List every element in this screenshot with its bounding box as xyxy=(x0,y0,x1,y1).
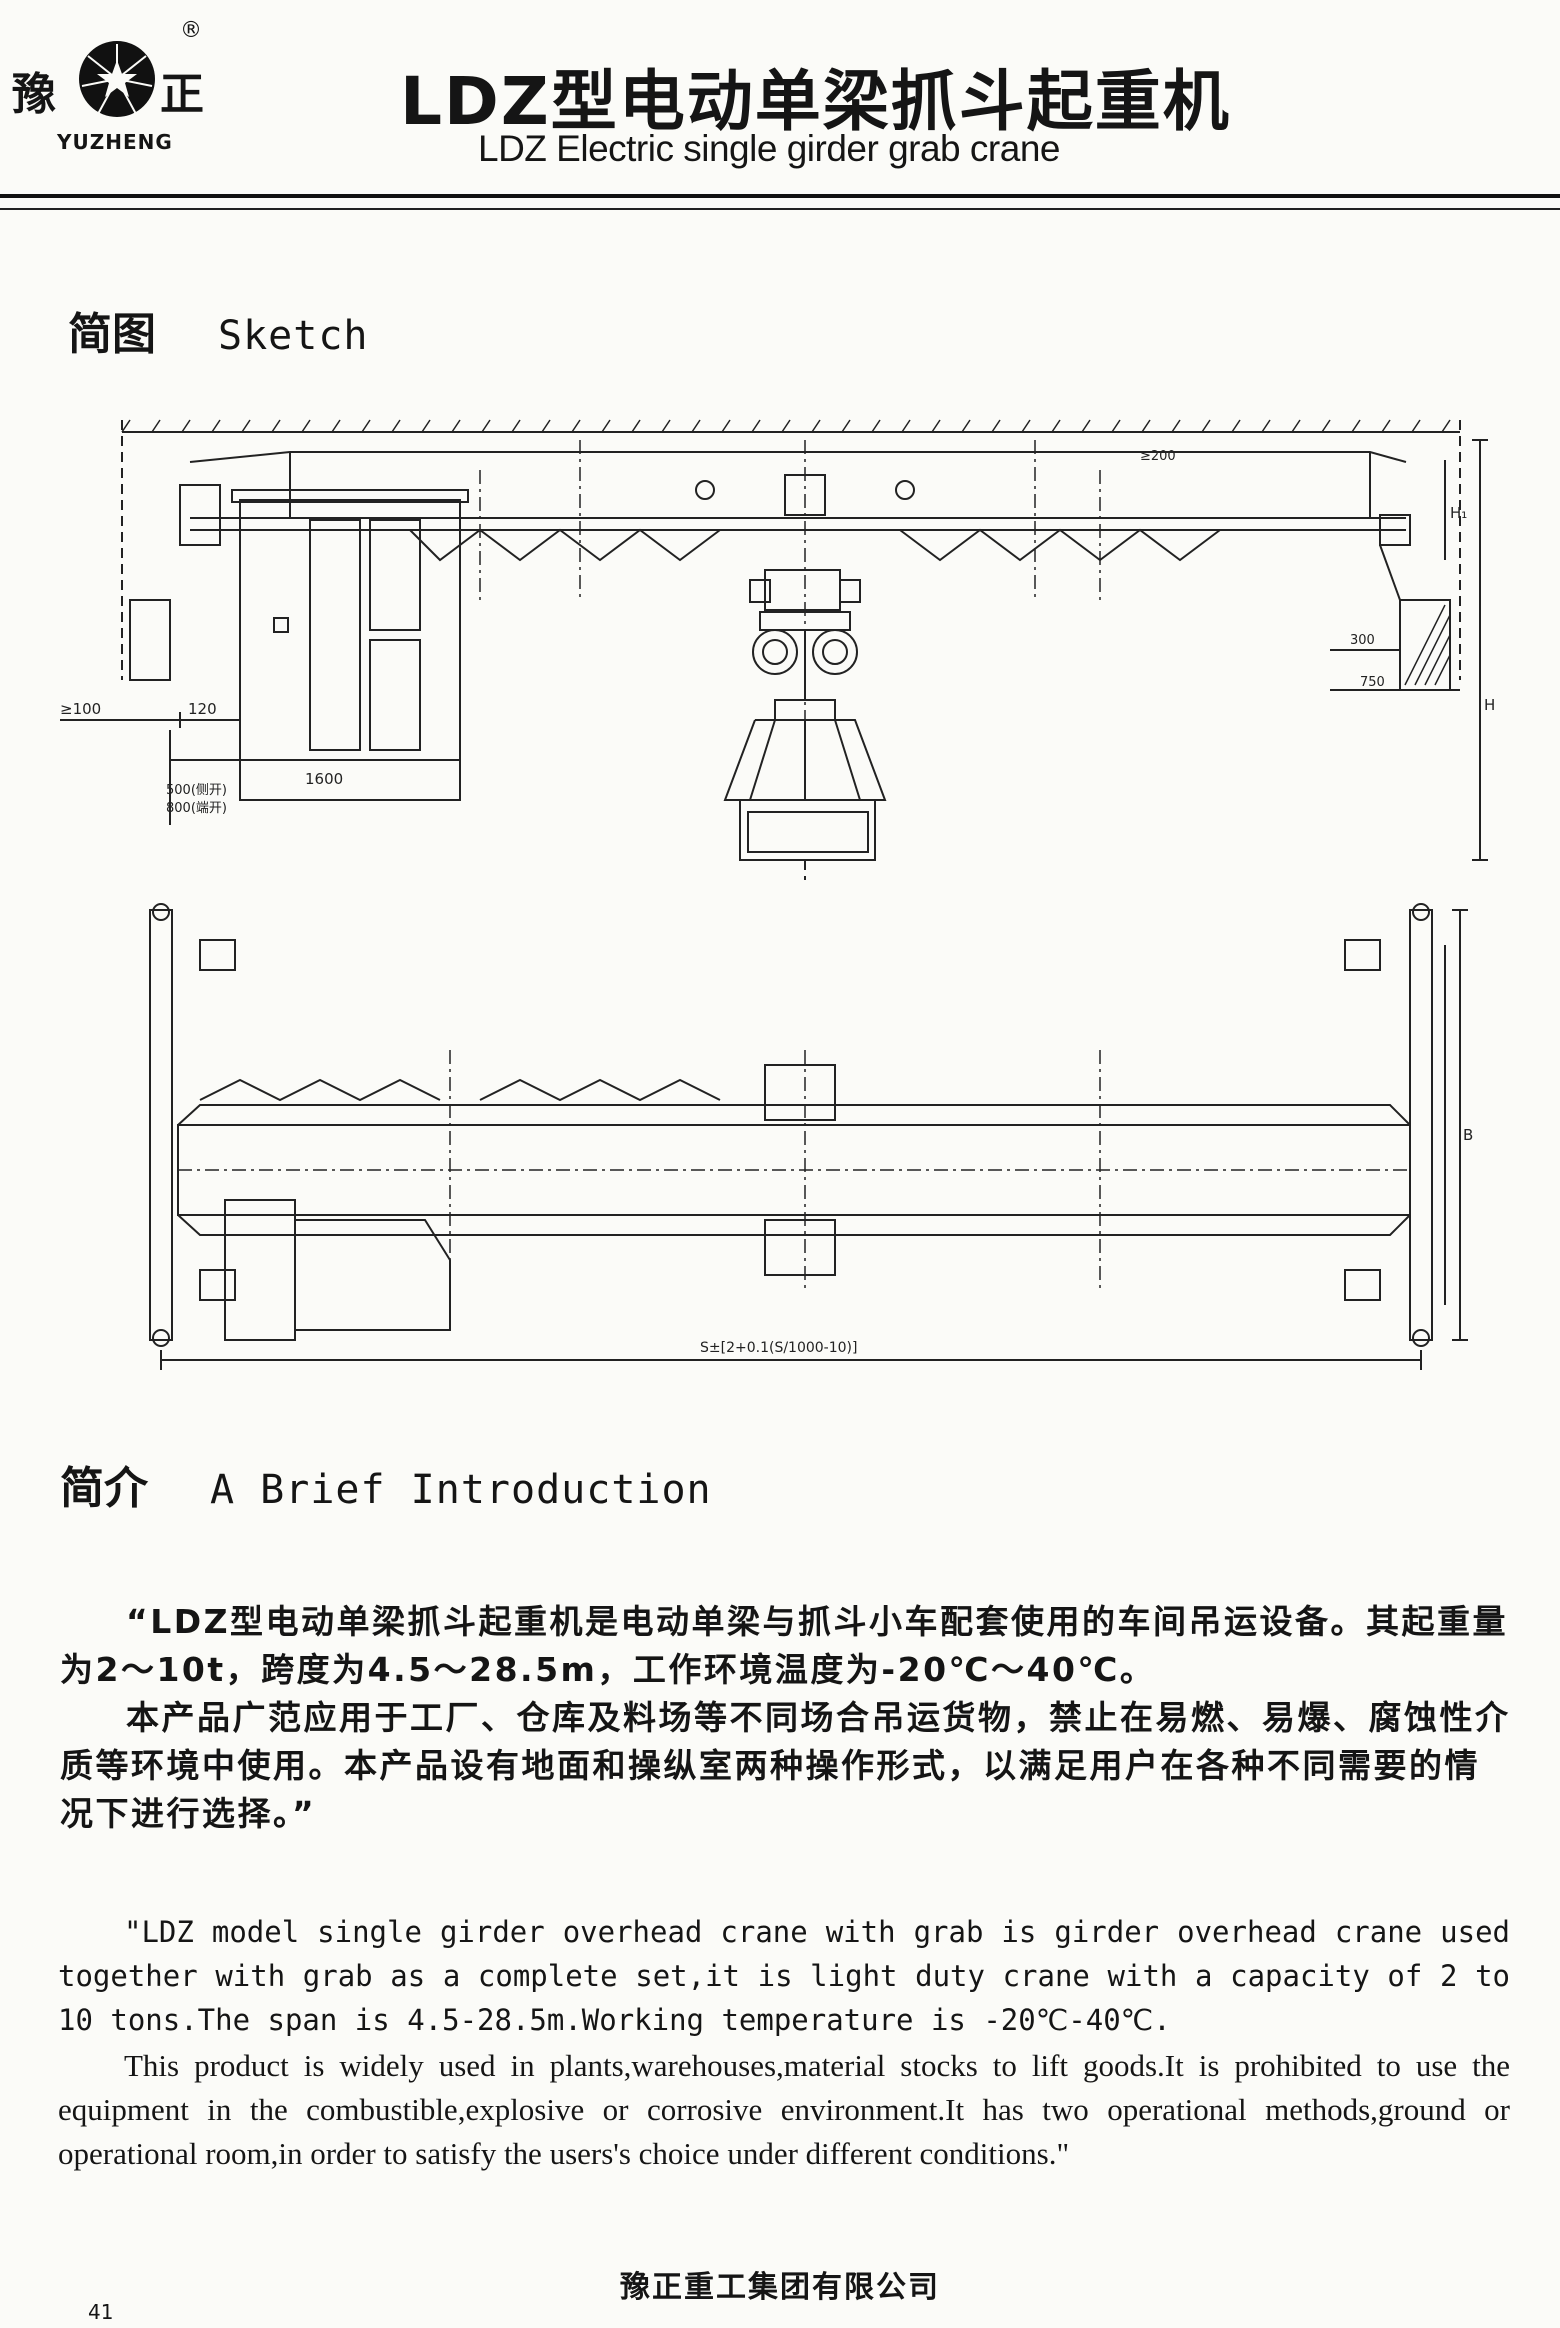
dim-h1: H₁ xyxy=(1450,504,1467,522)
company-logo: 豫 正 ® YUZHENG xyxy=(12,18,227,168)
logo-brand-text: YUZHENG xyxy=(57,130,173,154)
sketch-heading: 简图 Sketch xyxy=(68,298,369,362)
intro-heading: 简介 A Brief Introduction xyxy=(60,1452,712,1516)
dim-h: H xyxy=(1484,696,1495,714)
dim-120: 120 xyxy=(188,700,217,718)
page-title-cn: LDZ型电动单梁抓斗起重机 xyxy=(400,63,1231,140)
dim-500: 500(侧开) xyxy=(166,783,227,798)
page-title-en: LDZ Electric single girder grab crane xyxy=(478,128,1060,169)
header-rule-thin xyxy=(0,208,1560,210)
registered-mark: ® xyxy=(180,18,202,43)
gear-star-icon xyxy=(79,41,155,117)
intro-en-paragraph-2: This product is widely used in plants,wa… xyxy=(58,2048,1510,2171)
dim-300: 300 xyxy=(1350,633,1375,648)
logo-char-left: 豫 xyxy=(12,69,56,120)
footer-company-name: 豫正重工集团有限公司 xyxy=(620,2270,940,2305)
dim-750: 750 xyxy=(1360,675,1385,690)
crane-sketch-drawing: ≥100 120 1600 500(侧开) 800(端开) ≥200 300 7… xyxy=(60,419,1495,1370)
page-number: 41 xyxy=(88,2300,114,2324)
dim-b: B xyxy=(1463,1126,1473,1144)
header-rule-thick xyxy=(0,194,1560,198)
dim-span-formula: S±[2+0.1(S/1000-10)] xyxy=(700,1340,857,1356)
dim-1600: 1600 xyxy=(305,770,343,788)
logo-char-right: 正 xyxy=(160,69,204,120)
intro-heading-cn: 简介 xyxy=(60,1463,148,1514)
sketch-heading-en: Sketch xyxy=(218,313,369,359)
sketch-heading-cn: 简图 xyxy=(68,309,156,360)
intro-cn-paragraph-1: “LDZ型电动单梁抓斗起重机是电动单梁与抓斗小车配套使用的车间吊运设备。其起重量… xyxy=(60,1602,1509,1689)
intro-heading-en: A Brief Introduction xyxy=(210,1467,712,1513)
dim-clearance-left: ≥100 xyxy=(60,700,101,718)
dim-200: ≥200 xyxy=(1140,449,1176,464)
intro-en-paragraph-1: "LDZ model single girder overhead crane … xyxy=(58,1915,1510,2037)
intro-cn-paragraph-2: 本产品广范应用于工厂、仓库及料场等不同场合吊运货物，禁止在易燃、易爆、腐蚀性介质… xyxy=(60,1698,1511,1833)
dim-800: 800(端开) xyxy=(166,801,227,816)
page-header: 豫 正 ® YUZHENG LDZ型电动单梁抓斗起重机 LDZ Electric… xyxy=(0,0,1560,215)
